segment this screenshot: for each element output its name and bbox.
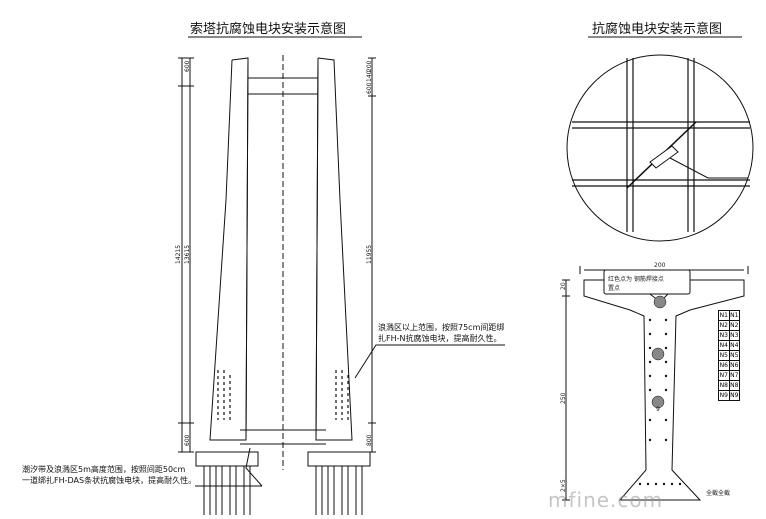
- dim-right-top3: 600: [366, 82, 373, 94]
- section-width: 200: [654, 262, 666, 269]
- rebar-table-cell: N2: [728, 321, 739, 330]
- dim-left-top: 600: [184, 60, 191, 72]
- dim-right-top2: 140: [366, 70, 373, 82]
- section-flange: 20: [560, 282, 567, 290]
- note-upper: 浪溅区以上范围，按照75cm间距绑 扎FH-N抗腐蚀电块，提高耐久性。: [378, 322, 504, 344]
- right-leg: [315, 57, 353, 441]
- rebar-table-cell: N7: [728, 371, 739, 380]
- note-lower-line1: 潮汐带及浪溅区5m高度范围，按照间距50cm: [22, 465, 186, 474]
- dim-left-bottom: 600: [184, 434, 191, 446]
- rebar-table-cell: N2: [719, 322, 728, 329]
- rebar-table-cell: N8: [728, 381, 739, 390]
- left-title: 索塔抗腐蚀电块安装示意图: [190, 22, 347, 37]
- section-mark: 9: [656, 406, 660, 413]
- note-upper-line2: 扎FH-N抗腐蚀电块，提高耐久性。: [378, 334, 502, 343]
- detail-circle: [566, 54, 754, 242]
- dim-right-mid: 11955: [366, 244, 373, 264]
- rebar-table-cell: N8: [719, 382, 728, 389]
- rebar-table-cell: N1: [719, 312, 728, 319]
- rebar-table-cell: N6: [719, 362, 728, 369]
- dim-left-total: 14215: [175, 244, 182, 264]
- rebar-table-cell: N6: [728, 361, 739, 370]
- rebar-table-cell: N1: [728, 311, 739, 320]
- note-lower-line2: 一道绑扎FH-DAS条状抗腐蚀电块，提高耐久性。: [22, 476, 197, 485]
- bubble-line1: 红色点为 钢筋焊接点: [608, 276, 664, 283]
- rebar-table-cell: N7: [719, 372, 728, 379]
- bubble-line2: 置点: [608, 285, 621, 292]
- rebar-table-cell: N9: [719, 392, 728, 399]
- watermark: mfine.com: [548, 488, 664, 512]
- note-upper-line1: 浪溅区以上范围，按照75cm间距绑: [378, 323, 505, 332]
- rebar-table-cell: N9: [728, 391, 739, 400]
- section-height: 250: [560, 392, 567, 404]
- rebar-table-cell: N4: [719, 342, 728, 349]
- rebar-table-cell: N5: [728, 351, 739, 360]
- note-lower: 潮汐带及浪溅区5m高度范围，按照间距50cm 一道绑扎FH-DAS条状抗腐蚀电块…: [22, 464, 196, 486]
- left-leg: [209, 57, 249, 441]
- dim-right-bottom: 800: [366, 434, 373, 446]
- rebar-table-cell: N5: [719, 352, 728, 359]
- rebar-table-cell: N4: [728, 341, 739, 350]
- dim-left-inner: 13615: [184, 244, 191, 264]
- right-title: 抗腐蚀电块安装示意图: [592, 22, 723, 37]
- rebar-table-cell: N3: [728, 331, 739, 340]
- rebar-table-cell: N3: [719, 332, 728, 339]
- section-bottom-label: 全截全截: [706, 490, 731, 497]
- box-section: [583, 279, 745, 501]
